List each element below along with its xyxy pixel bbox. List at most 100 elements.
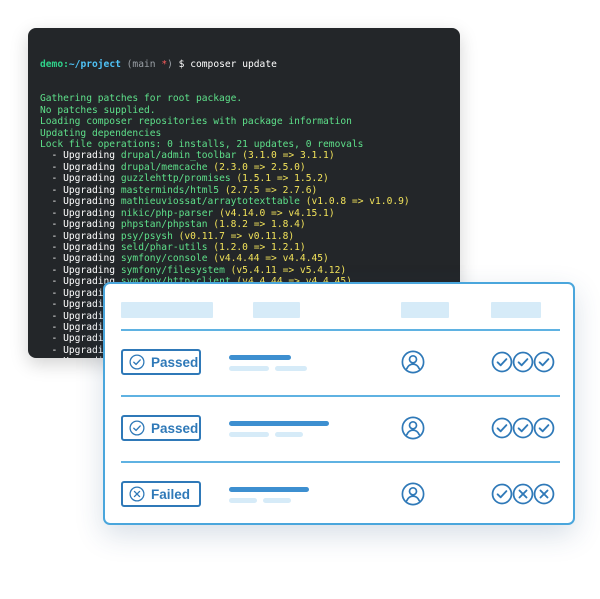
terminal-output-line: No patches supplied. [40, 104, 156, 116]
header-placeholder-3 [401, 302, 449, 318]
prompt-user: demo: [40, 58, 69, 70]
upgrade-package: guzzlehttp/promises [120, 173, 231, 185]
divider [121, 329, 560, 331]
upgrade-version: (v0.11.7 => v0.11.8) [172, 230, 295, 242]
upgrade-version: (v5.4.11 => v5.4.12) [224, 264, 347, 276]
terminal-output-line: Updating dependencies [40, 127, 162, 139]
terminal-upgrade-line: - Upgrading nikic/php-parser (v4.14.0 =>… [40, 208, 460, 219]
upgrade-prefix: - Upgrading [40, 322, 121, 333]
status-badge: Passed [121, 349, 201, 375]
terminal-upgrade-line: - Upgrading drupal/memcache (2.3.0 => 2.… [40, 162, 460, 173]
upgrade-version: (1.5.1 => 1.5.2) [230, 173, 329, 185]
x-circle-icon [129, 486, 151, 502]
header-placeholder-4 [491, 302, 541, 318]
progress-bar [229, 421, 329, 426]
header-placeholder-1 [121, 302, 213, 318]
terminal-upgrade-line: - Upgrading masterminds/html5 (2.7.5 => … [40, 185, 460, 196]
text-placeholder [229, 498, 257, 503]
check-circle-icon [533, 351, 555, 373]
upgrade-prefix: - Upgrading [40, 173, 121, 185]
check-circle-icon [533, 417, 555, 439]
prompt-path: ~/project [68, 58, 121, 70]
upgrade-prefix: - Upgrading [40, 310, 121, 322]
upgrade-package: nikic/php-parser [120, 207, 214, 219]
terminal-upgrade-line: - Upgrading symfony/filesystem (v5.4.11 … [40, 265, 460, 276]
upgrade-prefix: - Upgrading [40, 219, 121, 231]
x-circle-icon [512, 483, 534, 505]
upgrade-version: (3.1.0 => 3.1.1) [236, 150, 335, 162]
upgrade-package: drupal/admin_toolbar [120, 150, 237, 162]
divider [121, 395, 560, 397]
user-avatar-icon [401, 416, 425, 445]
upgrade-package: seld/phar-utils [120, 241, 208, 253]
terminal-prompt-line: demo:~/project (main *) $ composer updat… [40, 59, 460, 70]
prompt-branch: (main [126, 58, 156, 70]
check-results [491, 417, 555, 439]
upgrade-package: symfony/console [120, 253, 208, 265]
upgrade-prefix: - Upgrading [40, 299, 121, 311]
upgrade-prefix: - Upgrading [40, 276, 121, 288]
terminal-upgrade-line: - Upgrading psy/psysh (v0.11.7 => v0.11.… [40, 231, 460, 242]
terminal-upgrade-line: - Upgrading guzzlehttp/promises (1.5.1 =… [40, 173, 460, 184]
upgrade-version: (2.7.5 => 2.7.6) [219, 184, 318, 196]
upgrade-package: symfony/filesystem [120, 264, 225, 276]
check-circle-icon [129, 420, 151, 436]
terminal-upgrade-line: - Upgrading symfony/http-client (v4.4.44… [40, 276, 460, 287]
terminal-upgrade-line: - Upgrading phpstan/phpstan (1.8.2 => 1.… [40, 219, 460, 230]
status-label: Passed [151, 354, 199, 370]
text-placeholder [275, 366, 307, 371]
status-badge: Passed [121, 415, 201, 441]
header-placeholder-2 [253, 302, 300, 318]
terminal-upgrade-line: - Upgrading [40, 333, 460, 344]
status-label: Passed [151, 420, 199, 436]
terminal-output-line: Lock file operations: 0 installs, 21 upd… [40, 139, 364, 150]
upgrade-prefix: - Upgrading [40, 207, 121, 219]
text-placeholder [229, 432, 269, 437]
upgrade-prefix: - Upgrading [40, 150, 121, 162]
divider [121, 461, 560, 463]
user-avatar-icon [401, 482, 425, 511]
check-circle-icon [491, 483, 513, 505]
prompt-dirty-star: * [161, 58, 168, 70]
upgrade-version: (v1.0.8 => v1.0.9) [299, 196, 410, 208]
upgrade-version: (v4.4.44 => v4.4.45) [207, 253, 329, 265]
status-badge: Failed [121, 481, 201, 507]
upgrade-prefix: - Upgrading [40, 184, 121, 196]
prompt-command: composer update [190, 58, 277, 70]
prompt-branch-close: ) [167, 58, 173, 70]
upgrade-prefix: - Upgrading [40, 241, 121, 253]
check-circle-icon [491, 351, 513, 373]
upgrade-version: (2.3.0 => 2.5.0) [207, 161, 306, 173]
text-placeholder [275, 432, 303, 437]
upgrade-package: drupal/memcache [120, 161, 208, 173]
upgrade-prefix: - Upgrading [40, 253, 121, 265]
terminal-upgrade-line: - Upgrading mathieuviossat/arraytotextta… [40, 196, 460, 207]
upgrade-prefix: - Upgrading [40, 356, 121, 358]
upgrade-package: symfony/http-client [121, 276, 231, 287]
terminal-upgrade-line: - Upgrading [40, 356, 460, 358]
check-results [491, 483, 555, 505]
progress-bar [229, 487, 309, 492]
upgrade-prefix: - Upgrading [40, 264, 121, 276]
check-circle-icon [491, 417, 513, 439]
upgrade-package: psy/psysh [120, 230, 173, 242]
upgrade-prefix: - Upgrading [40, 196, 121, 208]
check-circle-icon [129, 354, 151, 370]
upgrade-prefix: - Upgrading [40, 230, 121, 242]
upgrade-package: mathieuviossat/arraytotexttable [120, 196, 300, 208]
prompt-dollar: $ [178, 58, 185, 70]
upgrade-version: (1.8.2 => 1.8.4) [207, 219, 306, 231]
terminal-output-line: Gathering patches for root package. [40, 93, 243, 105]
terminal-upgrade-line: - Upgrading symfony/console (v4.4.44 => … [40, 253, 460, 264]
user-avatar-icon [401, 350, 425, 379]
upgrade-prefix: - Upgrading [40, 344, 121, 356]
progress-bar [229, 355, 291, 360]
upgrade-prefix: - Upgrading [40, 287, 121, 299]
upgrade-prefix: - Upgrading [40, 333, 121, 345]
text-placeholder [229, 366, 269, 371]
terminal-output-line: Loading composer repositories with packa… [40, 116, 352, 128]
upgrade-version: (v4.14.0 => v4.15.1) [213, 207, 335, 219]
text-placeholder [263, 498, 291, 503]
upgrade-prefix: - Upgrading [40, 161, 121, 173]
upgrade-package: masterminds/html5 [120, 184, 220, 196]
